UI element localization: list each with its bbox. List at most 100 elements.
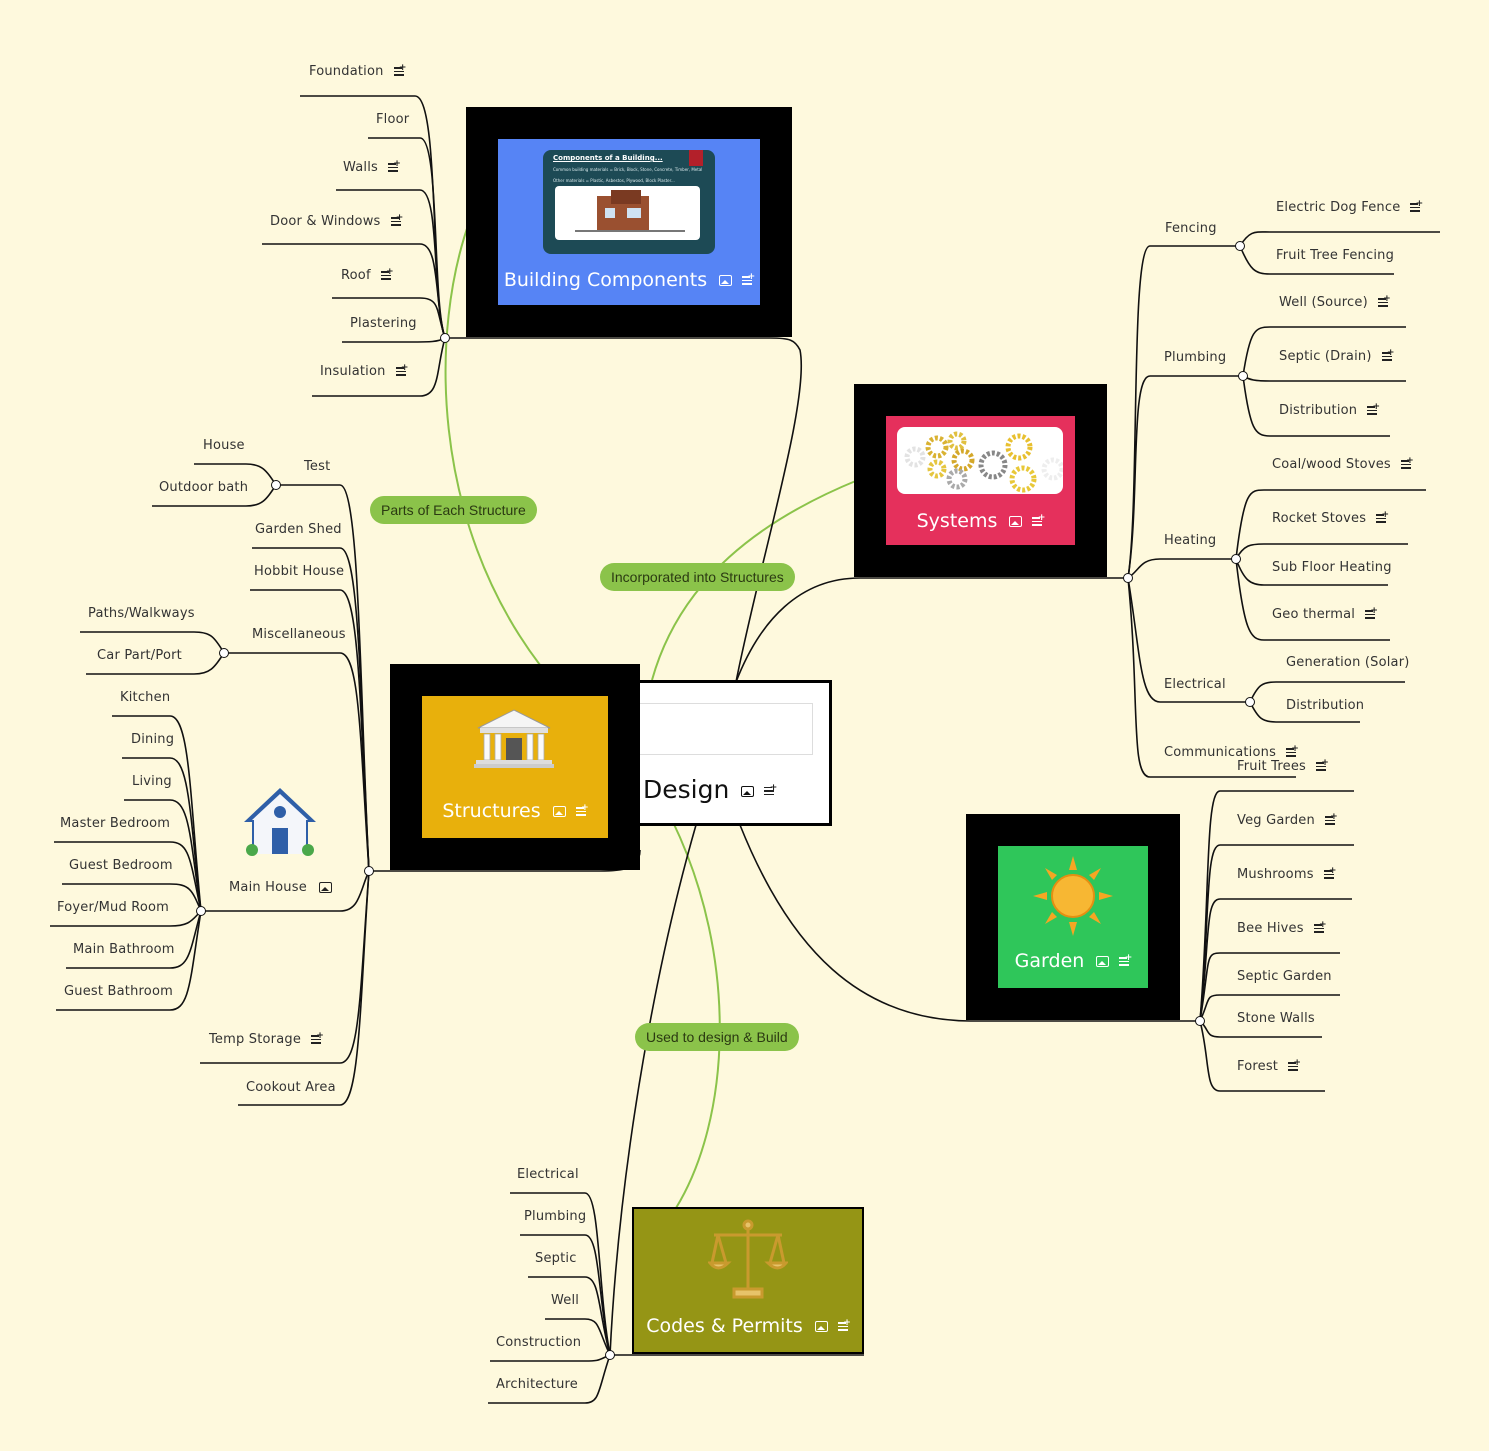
leaf-car-part-port[interactable]: Car Part/Port (97, 648, 182, 663)
leaf-codes-electrical[interactable]: Electrical (517, 1167, 579, 1182)
garden-topic[interactable]: Garden+ (966, 814, 1180, 1020)
leaf-foundation[interactable]: Foundation+ (309, 63, 407, 80)
systems-topic[interactable]: Systems+ (854, 384, 1107, 577)
collapse-dot-plumbing[interactable] (1238, 371, 1248, 381)
leaf-guest-bedroom[interactable]: Guest Bedroom (69, 858, 173, 873)
structures-topic[interactable]: Structures+ (390, 664, 640, 870)
collapse-dot-test[interactable] (271, 480, 281, 490)
leaf-bee-hives[interactable]: Bee Hives+ (1237, 920, 1327, 937)
leaf-fruit-tree-fencing[interactable]: Fruit Tree Fencing (1276, 248, 1395, 263)
task-note-icon[interactable]: + (742, 273, 755, 286)
task-note-icon[interactable]: + (575, 804, 589, 817)
collapse-dot-heating[interactable] (1231, 554, 1241, 564)
collapse-dot-building[interactable] (440, 333, 450, 343)
leaf-stone-walls[interactable]: Stone Walls (1237, 1011, 1315, 1026)
task-note-icon[interactable]: + (764, 783, 777, 797)
leaf-codes-septic[interactable]: Septic (535, 1251, 577, 1266)
task-note-icon[interactable]: + (1032, 514, 1045, 527)
leaf-well-source[interactable]: Well (Source)+ (1279, 294, 1391, 311)
codes-permits-topic[interactable]: Codes & Permits+ (632, 1207, 864, 1354)
task-note-icon[interactable]: + (1377, 295, 1391, 308)
leaf-fruit-trees[interactable]: Fruit Trees+ (1237, 758, 1330, 775)
task-note-icon[interactable]: + (1400, 457, 1414, 470)
building-components-topic[interactable]: Components of a Building... Common build… (466, 107, 792, 337)
leaf-insulation[interactable]: Insulation+ (320, 363, 409, 380)
leaf-electrical-distribution[interactable]: Distribution (1286, 698, 1365, 713)
task-note-icon[interactable]: + (388, 160, 401, 173)
leaf-temp-storage[interactable]: Temp Storage+ (209, 1031, 325, 1048)
group-main-house[interactable]: Main House (229, 880, 332, 895)
group-communications[interactable]: Communications+ (1164, 744, 1300, 761)
leaf-main-bathroom[interactable]: Main Bathroom (73, 942, 175, 957)
group-plumbing[interactable]: Plumbing (1164, 350, 1227, 365)
group-fencing[interactable]: Fencing (1165, 221, 1217, 236)
relationship-label-parts[interactable]: Parts of Each Structure (370, 496, 537, 524)
leaf-rocket-stoves[interactable]: Rocket Stoves+ (1272, 510, 1390, 527)
task-note-icon[interactable]: + (1286, 745, 1299, 758)
task-note-icon[interactable]: + (1324, 813, 1338, 826)
leaf-walls[interactable]: Walls+ (343, 159, 401, 176)
image-icon[interactable] (1096, 956, 1110, 967)
group-heating[interactable]: Heating (1164, 533, 1217, 548)
leaf-guest-bathroom[interactable]: Guest Bathroom (64, 984, 173, 999)
leaf-generation-solar[interactable]: Generation (Solar) (1286, 655, 1410, 670)
task-note-icon[interactable]: + (1119, 954, 1132, 967)
collapse-dot-electrical[interactable] (1245, 697, 1255, 707)
task-note-icon[interactable]: + (1410, 200, 1423, 213)
image-icon[interactable] (318, 882, 332, 893)
leaf-electric-dog-fence[interactable]: Electric Dog Fence+ (1276, 199, 1424, 216)
task-note-icon[interactable]: + (311, 1032, 324, 1045)
relationship-label-used[interactable]: Used to design & Build (635, 1023, 799, 1051)
leaf-paths-walkways[interactable]: Paths/Walkways (88, 606, 195, 621)
task-note-icon[interactable]: + (837, 1319, 851, 1332)
image-icon[interactable] (719, 275, 733, 286)
leaf-cookout-area[interactable]: Cookout Area (246, 1080, 336, 1095)
leaf-dining[interactable]: Dining (131, 732, 175, 747)
task-note-icon[interactable]: + (1316, 759, 1329, 772)
central-topic[interactable]: Design+ (612, 680, 832, 826)
task-note-icon[interactable]: + (1323, 867, 1336, 880)
leaf-floor[interactable]: Floor (376, 112, 410, 127)
collapse-dot-main-house[interactable] (196, 906, 206, 916)
task-note-icon[interactable]: + (1313, 921, 1327, 934)
leaf-garden-shed[interactable]: Garden Shed (255, 522, 342, 537)
leaf-plastering[interactable]: Plastering (350, 316, 417, 331)
leaf-plumbing-distribution[interactable]: Distribution+ (1279, 402, 1381, 419)
leaf-foyer-mud-room[interactable]: Foyer/Mud Room (57, 900, 170, 915)
leaf-hobbit-house[interactable]: Hobbit House (254, 564, 345, 579)
relationship-label-incorporated[interactable]: Incorporated into Structures (600, 563, 795, 591)
leaf-house[interactable]: House (203, 438, 245, 453)
task-note-icon[interactable]: + (390, 214, 403, 227)
leaf-roof[interactable]: Roof+ (341, 267, 394, 284)
leaf-codes-architecture[interactable]: Architecture (496, 1377, 578, 1392)
leaf-kitchen[interactable]: Kitchen (120, 690, 171, 705)
leaf-codes-construction[interactable]: Construction (496, 1335, 582, 1350)
image-icon[interactable] (1009, 516, 1023, 527)
collapse-dot-fencing[interactable] (1235, 241, 1245, 251)
leaf-forest[interactable]: Forest+ (1237, 1058, 1302, 1075)
task-note-icon[interactable]: + (393, 64, 406, 77)
leaf-door-windows[interactable]: Door & Windows+ (270, 213, 404, 230)
leaf-sub-floor-heating[interactable]: Sub Floor Heating (1272, 560, 1392, 575)
group-miscellaneous[interactable]: Miscellaneous (252, 627, 346, 642)
group-electrical[interactable]: Electrical (1164, 677, 1226, 692)
leaf-septic-drain[interactable]: Septic (Drain)+ (1279, 348, 1395, 365)
image-icon[interactable] (741, 785, 755, 797)
task-note-icon[interactable]: + (395, 364, 408, 377)
leaf-living[interactable]: Living (132, 774, 172, 789)
leaf-outdoor-bath[interactable]: Outdoor bath (159, 480, 249, 495)
leaf-mushrooms[interactable]: Mushrooms+ (1237, 866, 1337, 883)
leaf-codes-plumbing[interactable]: Plumbing (524, 1209, 587, 1224)
task-note-icon[interactable]: + (1376, 511, 1389, 524)
image-icon[interactable] (814, 1321, 828, 1332)
group-test[interactable]: Test (304, 459, 331, 474)
collapse-dot-structures[interactable] (364, 866, 374, 876)
collapse-dot-misc[interactable] (219, 648, 229, 658)
leaf-veg-garden[interactable]: Veg Garden+ (1237, 812, 1338, 829)
leaf-coal-wood-stoves[interactable]: Coal/wood Stoves+ (1272, 456, 1414, 473)
task-note-icon[interactable]: + (1365, 607, 1378, 620)
leaf-septic-garden[interactable]: Septic Garden (1237, 969, 1332, 984)
leaf-master-bedroom[interactable]: Master Bedroom (60, 816, 171, 831)
collapse-dot-systems[interactable] (1123, 573, 1133, 583)
leaf-codes-well[interactable]: Well (551, 1293, 580, 1308)
